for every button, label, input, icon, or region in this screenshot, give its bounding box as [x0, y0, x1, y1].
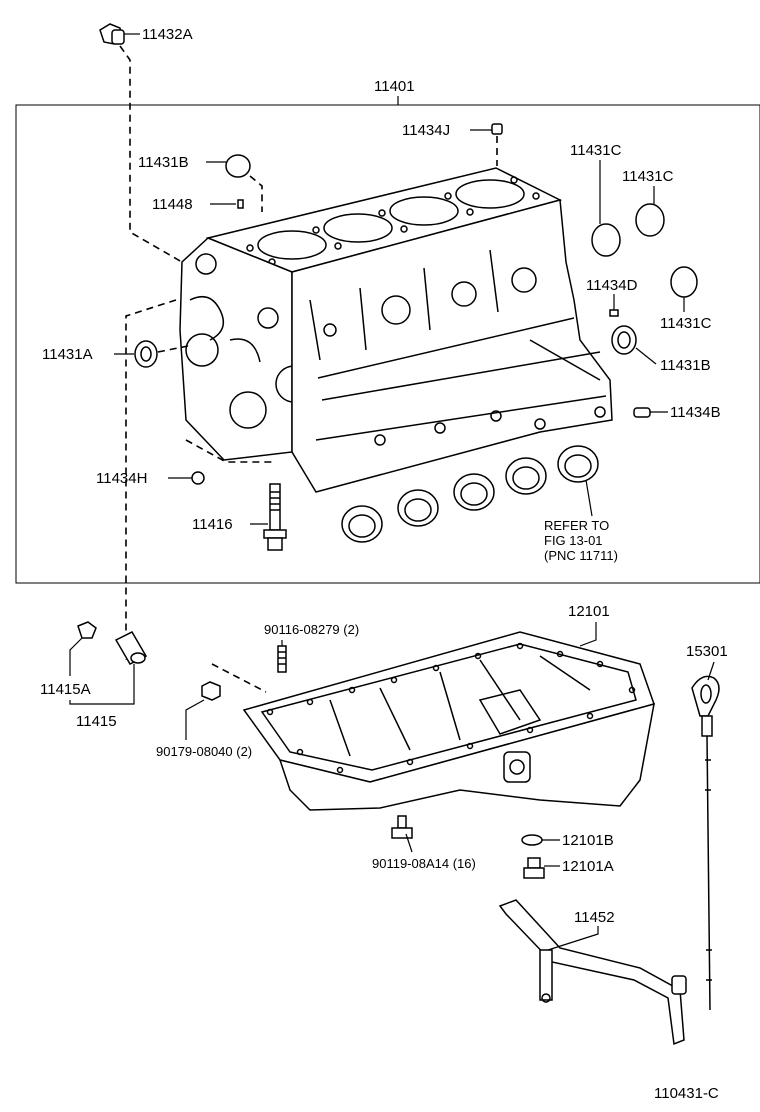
label-11434B: 11434B [670, 404, 721, 421]
main-bearings [341, 445, 599, 543]
label-refer-line3: (PNC 11711) [544, 548, 618, 563]
label-11448: 11448 [152, 196, 193, 213]
label-11432A: 11432A [142, 26, 193, 43]
pin-11434D [609, 309, 619, 317]
plug-11431C-1 [591, 223, 621, 257]
seal-11431A [134, 340, 158, 368]
dipstick-guide-11452 [498, 899, 687, 1046]
label-90119: 90119-08A14 (16) [372, 856, 476, 871]
label-11401: 11401 [374, 78, 415, 95]
oil-pan-12101 [242, 631, 655, 811]
leader-refer-bearings [585, 479, 593, 517]
label-90116: 90116-08279 (2) [264, 622, 359, 637]
label-refer-line2: FIG 13-01 [544, 533, 603, 548]
seal-11431B-right [611, 325, 637, 355]
label-11434H: 11434H [96, 470, 147, 487]
dashed-line-11431B-top [249, 175, 263, 212]
oil-jet-11415 [114, 631, 148, 665]
label-11415: 11415 [76, 713, 117, 730]
label-11431A: 11431A [42, 346, 93, 363]
plug-11432A [99, 23, 125, 45]
dashed-line-11432A [119, 45, 183, 263]
label-12101B: 12101B [562, 832, 614, 849]
bolt-90119 [391, 815, 413, 839]
plug-11431B-top [225, 154, 251, 178]
label-12101: 12101 [568, 603, 610, 620]
leader-12101 [579, 622, 597, 647]
stud-90116 [277, 645, 287, 673]
dashed-line-block-oil-gallery [125, 299, 177, 660]
leader-11415 [69, 664, 135, 705]
label-15301: 15301 [686, 643, 728, 660]
label-11415A: 11415A [40, 681, 91, 698]
label-11452: 11452 [574, 909, 615, 926]
dashed-line-block-front [185, 439, 276, 463]
leader-15301 [707, 661, 715, 681]
nut-90179 [201, 681, 221, 701]
figure-id: 110431-C [654, 1085, 719, 1102]
label-11434J: 11434J [402, 122, 450, 139]
drain-plug-12101A [523, 857, 545, 879]
dashed-line-90179 [211, 663, 267, 693]
leader-90119 [405, 833, 413, 853]
dashed-line-11431A [157, 345, 189, 353]
label-11434D: 11434D [586, 277, 638, 294]
label-11431C-2: 11431C [622, 168, 674, 185]
cylinder-block-11401 [179, 167, 613, 493]
leader-90179 [185, 699, 205, 740]
label-11431B-top: 11431B [138, 154, 189, 171]
gasket-12101B [521, 834, 543, 846]
label-11416: 11416 [192, 516, 233, 533]
pin-11448 [237, 199, 244, 209]
label-11431B-right: 11431B [660, 357, 711, 374]
leader-11452 [547, 926, 599, 951]
dipstick-15301 [691, 675, 720, 1011]
label-11431C-1: 11431C [570, 142, 622, 159]
cylinder-block-group-frame [15, 104, 760, 584]
jet-11415A [77, 621, 97, 639]
leader-11431B-right [635, 347, 657, 365]
label-11431C-3: 11431C [660, 315, 712, 332]
label-refer-line1: REFER TO [544, 518, 609, 533]
label-90179: 90179-08040 (2) [156, 744, 252, 759]
plug-11431C-2 [635, 203, 665, 237]
pin-11434J [491, 123, 503, 135]
plug-11431C-3 [670, 266, 698, 298]
leader-11415A [69, 637, 83, 676]
bolt-11416 [263, 483, 287, 551]
label-12101A: 12101A [562, 858, 614, 875]
pin-11434H [191, 471, 205, 485]
pin-11434B [633, 407, 651, 418]
